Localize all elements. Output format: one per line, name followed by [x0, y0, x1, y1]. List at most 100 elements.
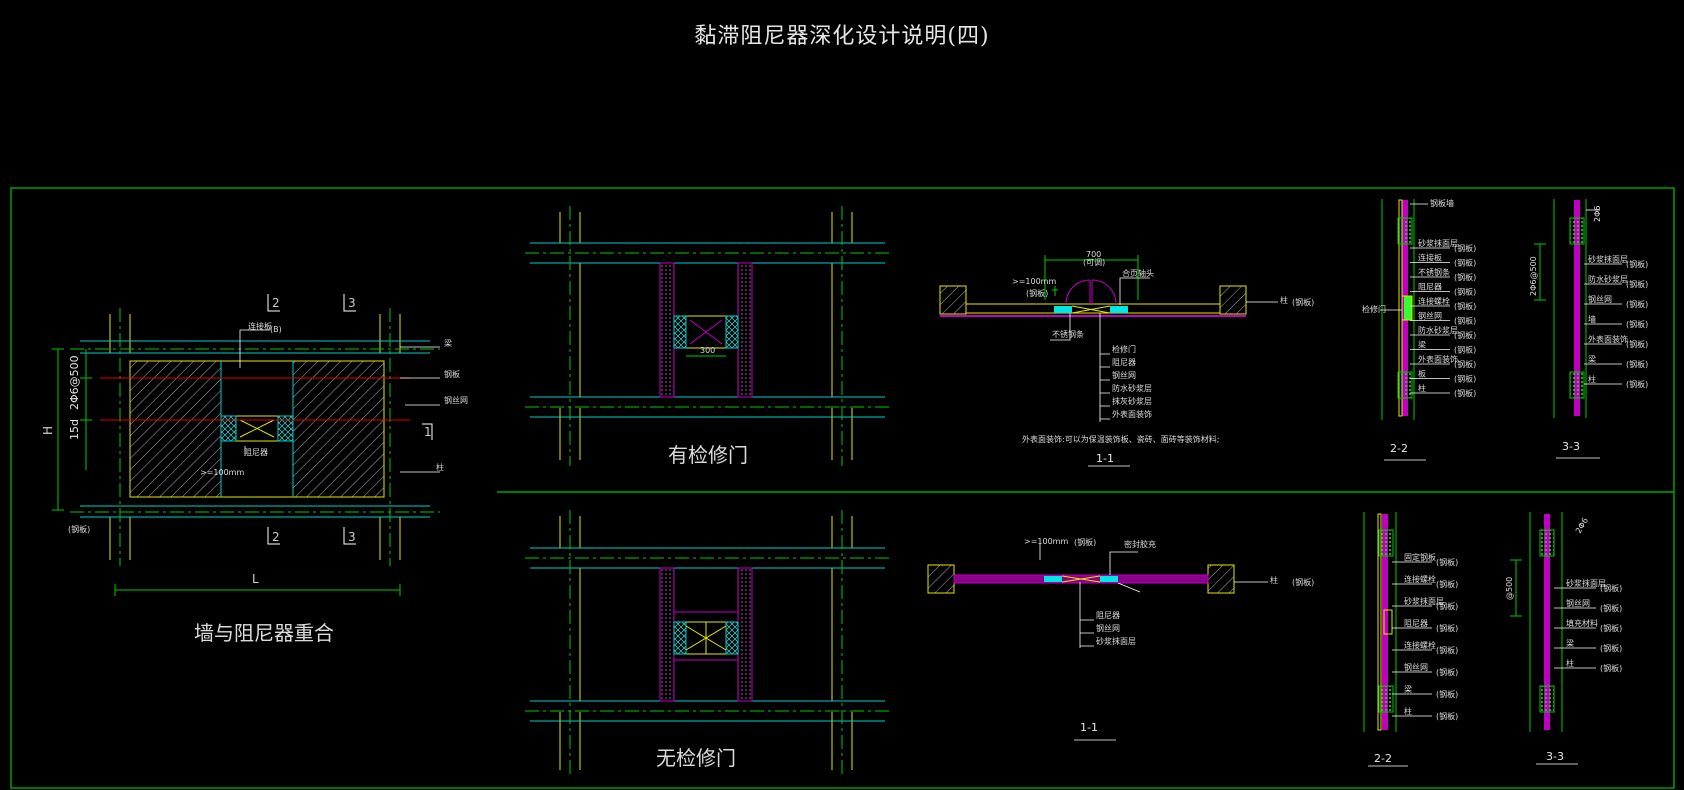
dim-2phi6: 2Φ6@500: [68, 355, 81, 410]
layer-label: 阻尼器: [1418, 283, 1442, 292]
layer-unit-tag: (钢板): [1626, 259, 1648, 269]
layer-label: 钢丝网: [1418, 311, 1442, 321]
layer-label: 防水砂浆层: [1418, 325, 1458, 335]
layer-label: 连接螺栓: [1404, 640, 1436, 650]
layer-unit-tag: (钢板): [1454, 388, 1476, 398]
layer-label: 外表面装饰: [1418, 354, 1458, 364]
layer-label: 砂浆抹面层: [1566, 578, 1606, 588]
layer-label: 钢丝网: [1112, 370, 1136, 380]
sec1-top-stop: 不锈钢条: [1052, 329, 1084, 339]
sec33-top-layer-list: 砂浆抹面层(钢板)防水砂浆层(钢板)钢丝网(钢板)墙(钢板)外表面装饰(钢板)梁…: [1584, 254, 1648, 389]
label-steel-left: 钢板: [444, 369, 460, 379]
layer-label: 外表面装饰: [1588, 334, 1628, 344]
layer-label: 钢丝网: [1096, 623, 1120, 633]
sheet-border: [10, 187, 1675, 789]
layer-label: 砂浆抹面层: [1096, 636, 1136, 646]
sec33-top-label: 2Φ6: [1593, 206, 1602, 222]
label-damper-left: 阻尼器: [244, 448, 268, 457]
layer-unit-tag: (钢板): [1436, 601, 1458, 611]
sec1-bottom-title: 1-1: [1080, 721, 1098, 734]
layer-label: 填充材料: [1566, 618, 1598, 628]
layer-label: 砂浆抹面层: [1404, 596, 1444, 606]
layer-unit-tag: (钢板): [1454, 258, 1476, 268]
layer-label: 阻尼器: [1404, 619, 1428, 628]
section-mark-2-bottom: 2: [272, 530, 280, 544]
sec22-top-top-label: 钢板墙: [1430, 198, 1454, 208]
label-connect-plate: 连接板: [248, 321, 272, 331]
section-2-2-bottom: [1363, 512, 1408, 767]
layer-label: 固定钢板: [1404, 552, 1436, 562]
section-2-2-top: [1380, 199, 1428, 461]
sec1-top-door-sub: (可调): [1083, 258, 1105, 267]
layer-unit-tag: (钢板): [1626, 359, 1648, 369]
sec33-top-dim: 2Φ6@500: [1529, 256, 1538, 296]
caption-with-access-door: 有检修门: [668, 443, 748, 467]
layer-label: 连接螺栓: [1404, 574, 1436, 584]
layer-label: 阻尼器: [1112, 358, 1136, 367]
layer-label: 连接板: [1418, 253, 1442, 263]
sec33-bottom-layer-list: 砂浆抹面层(钢板)钢丝网(钢板)填充材料(钢板)梁(钢板)柱(钢板): [1554, 578, 1622, 673]
layer-label: 外表面装饰: [1112, 409, 1152, 419]
layer-label: 钢丝网: [1566, 598, 1590, 608]
sec1-top-col: 柱: [1280, 295, 1288, 305]
layer-unit-tag: (钢板): [1436, 667, 1458, 677]
sec22-bottom-layer-list: 固定钢板(钢板)连接螺栓(钢板)砂浆抹面层(钢板)阻尼器(钢板)连接螺栓(钢板)…: [1392, 552, 1458, 721]
layer-label: 防水砂浆层: [1588, 274, 1628, 284]
label-beam-left: 梁: [444, 339, 452, 348]
layer-label: 梁: [1566, 639, 1574, 648]
layer-label: 梁: [1418, 341, 1426, 350]
layer-unit-tag: (钢板): [1626, 339, 1648, 349]
section-1-1-top: [939, 255, 1278, 467]
min-gap-left: >=100mm: [200, 468, 244, 477]
sec33-bottom-title: 3-3: [1546, 750, 1564, 763]
layer-label: 连接螺栓: [1418, 296, 1450, 306]
sec1-top-door-dim: 700: [1086, 250, 1101, 259]
layer-unit-tag: (钢板): [1454, 316, 1476, 326]
layer-label: 柱: [1404, 706, 1412, 716]
dim-L: L: [252, 572, 259, 586]
sec1-top-unit: (钢板): [1292, 297, 1314, 307]
sec33-bottom-label: 2Φ6: [1574, 516, 1590, 535]
layer-label: 防水砂浆层: [1112, 383, 1152, 393]
layer-unit-tag: (钢板): [1454, 243, 1476, 253]
layer-unit-tag: (钢板): [1436, 689, 1458, 699]
layer-label: 钢丝网: [1404, 662, 1428, 672]
layer-unit-tag: (钢板): [1626, 299, 1648, 309]
label-col-left: 柱: [436, 462, 444, 472]
layer-label: 不锈钢条: [1418, 267, 1450, 277]
layer-unit-tag: (钢板): [1600, 603, 1622, 613]
layer-label: 柱: [1566, 658, 1574, 668]
sec22-top-title: 2-2: [1390, 442, 1408, 455]
layer-unit-tag: (钢板): [1454, 287, 1476, 297]
layer-label: 砂浆抹面层: [1588, 254, 1628, 264]
door-elevation-top: [525, 206, 890, 466]
layer-label: 梁: [1588, 355, 1596, 364]
layer-unit-tag: (钢板): [1600, 643, 1622, 653]
sec22-top-layer-list: 砂浆抹面层(钢板)连接板(钢板)不锈钢条(钢板)阻尼器(钢板)连接螺栓(钢板)钢…: [1410, 238, 1476, 398]
layer-label: 柱: [1418, 383, 1426, 393]
section-mark-2-top: 2: [272, 296, 280, 310]
section-mark-1: 1: [424, 425, 432, 439]
section-3-3-top: [1534, 199, 1600, 459]
layer-label: 板: [1418, 369, 1426, 379]
layer-unit-tag: (钢板): [1454, 359, 1476, 369]
sec1-bottom-unit: (钢板): [1292, 577, 1314, 587]
sec1-bottom-plate: (钢板): [1074, 537, 1096, 547]
layer-unit-tag: (钢板): [1454, 374, 1476, 384]
wall-damper-overlap-plan: [52, 294, 440, 596]
door-top-dim: 300: [700, 346, 715, 355]
layer-label: 抹灰砂浆层: [1112, 396, 1152, 406]
layer-label: 柱: [1588, 374, 1596, 384]
layer-unit-tag: (钢板): [1454, 272, 1476, 282]
section-3-3-bottom: [1510, 512, 1578, 765]
sec33-bottom-dim: @500: [1505, 577, 1514, 600]
layer-unit-tag: (钢板): [1436, 711, 1458, 721]
sec22-top-door: 检修门: [1362, 304, 1386, 314]
layer-unit-tag: (钢板): [1436, 579, 1458, 589]
section-mark-3-bottom: 3: [348, 530, 356, 544]
label-b: (B): [270, 325, 282, 334]
dim-H: H: [41, 426, 55, 435]
sec1-bottom-col: 柱: [1270, 575, 1278, 585]
